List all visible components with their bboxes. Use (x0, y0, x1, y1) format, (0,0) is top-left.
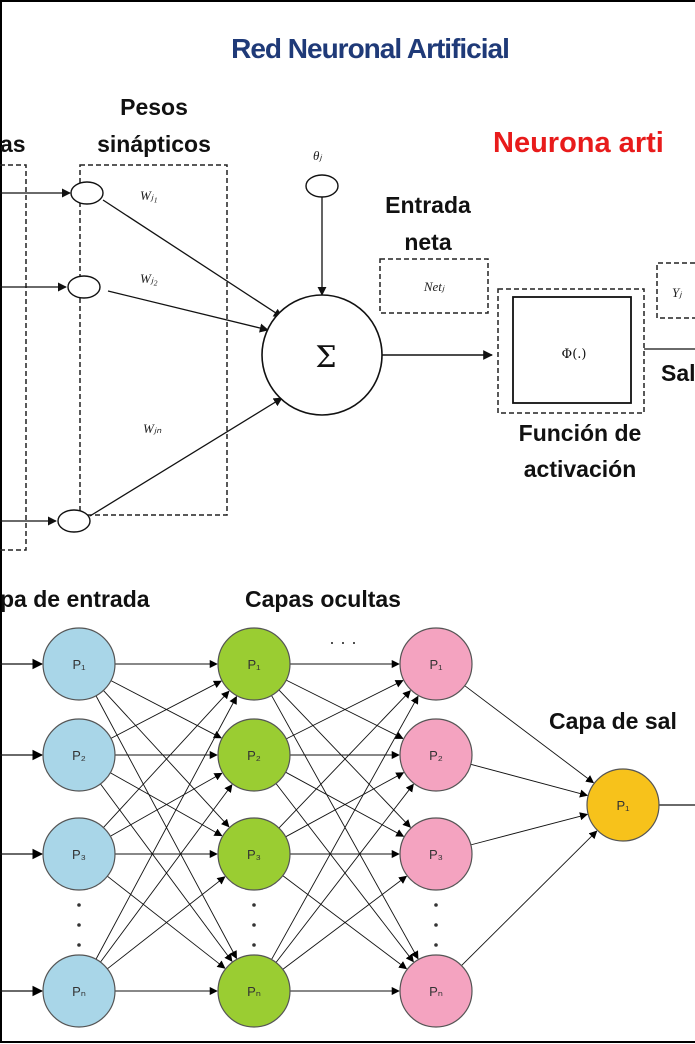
connection-hidden2-1-output-1 (464, 685, 595, 784)
funcion-label-line1: Función de (519, 420, 642, 446)
input-layer-label: pa de entrada (0, 586, 150, 612)
entradas-label: as (0, 131, 26, 157)
hidden1-node-label-3: P₃ (247, 847, 261, 862)
entrada-label-line2: neta (404, 229, 452, 255)
hidden1-node-2 (217, 718, 291, 792)
hidden1-node-4 (217, 954, 291, 1028)
net-label: Netⱼ (423, 279, 445, 294)
input-node-label-2: P₂ (72, 748, 86, 763)
input-ellipsis-dot-3 (77, 943, 81, 947)
hidden1-ellipsis-dot-3 (252, 943, 256, 947)
connection-hidden1-4-hidden2-3 (282, 875, 408, 970)
entrada-label-line1: Entrada (385, 192, 471, 218)
weight-label-2: Wⱼ₂ (140, 271, 158, 286)
connection-hidden1-1-hidden2-3 (278, 689, 411, 828)
connection-hidden1-4-hidden2-1 (271, 695, 419, 960)
input-ellipsis-dot-1 (77, 903, 81, 907)
connection-input-2-hidden1-1 (110, 680, 222, 739)
connection-input-3-hidden1-2 (110, 772, 223, 837)
hidden2-node-4 (399, 954, 473, 1028)
input-node-label-4: Pₙ (72, 984, 86, 999)
hidden2-ellipsis-dot-3 (434, 943, 438, 947)
theta-label: θⱼ (313, 148, 322, 163)
input-node-2 (42, 718, 116, 792)
nodes: P₁ P₂ P₃ Pₙ P₁ P₂ P₃ Pₙ P₁ P₂ P₃ Pₙ P₁ (42, 627, 660, 1028)
output-layer-label: Capa de sal (549, 708, 677, 734)
hidden2-node-label-1: P₁ (429, 657, 443, 672)
hidden1-node-label-1: P₁ (247, 657, 261, 672)
connection-hidden2-2-output-1 (470, 763, 589, 798)
hidden2-node-2 (399, 718, 473, 792)
weight-arrow-2 (107, 290, 269, 333)
activation-phi: Φ(.) (562, 347, 587, 362)
hidden1-node-label-2: P₂ (247, 748, 261, 763)
connection-input-4-hidden1-3 (107, 876, 226, 970)
connection-hidden2-4-output-1 (461, 830, 598, 966)
weight-arrow-n (89, 397, 283, 517)
neurona-title: Neurona arti (493, 127, 664, 159)
hidden-layers-label: Capas ocultas (245, 586, 401, 612)
hidden2-ellipsis-dot-1 (434, 903, 438, 907)
hidden1-node-label-4: Pₙ (247, 984, 261, 999)
connection-input-4-hidden1-1 (95, 695, 237, 960)
connection-hidden1-4-hidden2-2 (275, 783, 414, 963)
activation-outer-box (497, 288, 645, 414)
input-node-1 (42, 627, 116, 701)
artificial-neuron: as Pesos sinápticos Neurona arti Wⱼ₁ Wⱼ₂… (0, 94, 695, 551)
hidden2-ellipsis-dot-2 (434, 923, 438, 927)
connection-hidden1-3-hidden2-1 (278, 690, 411, 829)
output-label: Yⱼ (672, 285, 682, 300)
pesos-label-line1: Pesos (120, 94, 188, 120)
activation-box (512, 296, 632, 404)
connection-hidden1-2-hidden2-1 (285, 680, 404, 740)
net-box (379, 258, 489, 314)
connection-input-2-hidden1-4 (100, 783, 233, 962)
connections (0, 658, 695, 997)
output-node-1 (586, 768, 660, 842)
weights-box (79, 164, 228, 516)
connection-hidden2-3-output-1 (470, 812, 588, 846)
hidden1-ellipsis-dot-2 (252, 923, 256, 927)
hidden1-ellipsis-dot-1 (252, 903, 256, 907)
connection-hidden1-3-hidden2-2 (285, 772, 405, 838)
connection-hidden1-3-hidden2-4 (282, 875, 408, 970)
connection-input-3-hidden1-1 (103, 690, 230, 828)
hidden2-node-label-3: P₃ (429, 847, 443, 862)
bias-node (305, 174, 339, 198)
multilayer-network: pa de entrada Capas ocultas Capa de sal … (0, 586, 695, 1028)
input-node-3 (42, 817, 116, 891)
page-title: Red Neuronal Artificial (231, 33, 509, 64)
weight-label-n: Wⱼₙ (143, 421, 162, 436)
salida-label: Sal (661, 360, 695, 386)
input-ellipsis-dot-2 (77, 923, 81, 927)
hidden2-node-label-4: Pₙ (429, 984, 443, 999)
hidden2-node-3 (399, 817, 473, 891)
hidden2-node-1 (399, 627, 473, 701)
funcion-label-line2: activación (524, 456, 637, 482)
connection-input-1-hidden1-3 (103, 690, 230, 828)
summation-symbol: Σ (315, 340, 336, 375)
weight-node-2 (67, 275, 101, 299)
hidden-dots: · · · (329, 632, 357, 652)
output-box (656, 262, 695, 319)
weight-node-1 (70, 181, 104, 205)
hidden1-node-1 (217, 627, 291, 701)
weight-arrow-1 (102, 199, 283, 318)
weight-node-n (57, 509, 91, 533)
connection-input-4-hidden1-2 (100, 784, 233, 963)
weight-label-1: Wⱼ₁ (140, 188, 158, 203)
output-node-label-1: P₁ (616, 798, 630, 813)
hidden1-node-3 (217, 817, 291, 891)
input-node-4 (42, 954, 116, 1028)
input-node-label-1: P₁ (72, 657, 86, 672)
inputs-box (0, 164, 27, 551)
connection-input-3-hidden1-4 (107, 875, 226, 969)
hidden2-node-label-2: P₂ (429, 748, 443, 763)
pesos-label-line2: sinápticos (97, 131, 211, 157)
input-node-label-3: P₃ (72, 847, 86, 862)
connection-hidden1-2-hidden2-4 (275, 783, 414, 963)
